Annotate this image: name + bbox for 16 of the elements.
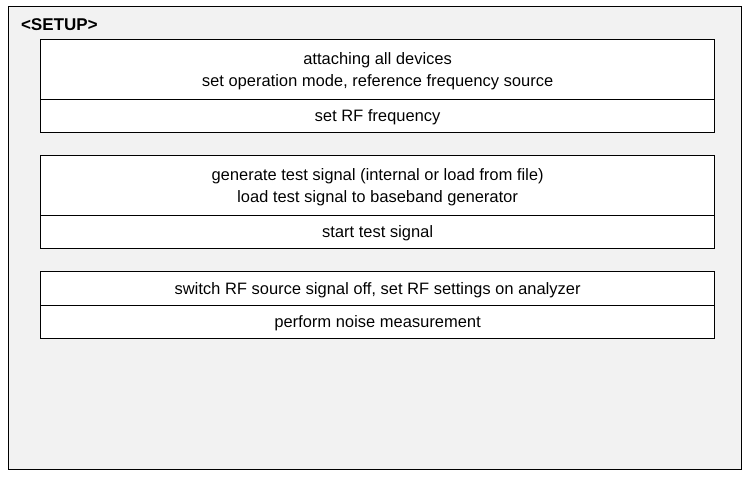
step-text: switch RF source signal off, set RF settings on analyzer xyxy=(174,278,580,300)
step-text: attaching all devices xyxy=(303,48,452,70)
step-text: generate test signal (internal or load from file) xyxy=(212,164,544,186)
container-box xyxy=(8,6,742,470)
step-box xyxy=(40,215,715,249)
step-text: load test signal to baseband generator xyxy=(237,186,518,208)
step-box xyxy=(40,271,715,306)
step-box xyxy=(40,305,715,339)
container-title: <SETUP> xyxy=(21,15,98,35)
step-text: perform noise measurement xyxy=(274,312,481,333)
step-box xyxy=(40,155,715,216)
step-box xyxy=(40,39,715,100)
step-text: start test signal xyxy=(322,222,433,243)
step-box xyxy=(40,99,715,133)
step-text: set RF frequency xyxy=(314,106,440,127)
step-text: set operation mode, reference frequency source xyxy=(202,70,554,92)
